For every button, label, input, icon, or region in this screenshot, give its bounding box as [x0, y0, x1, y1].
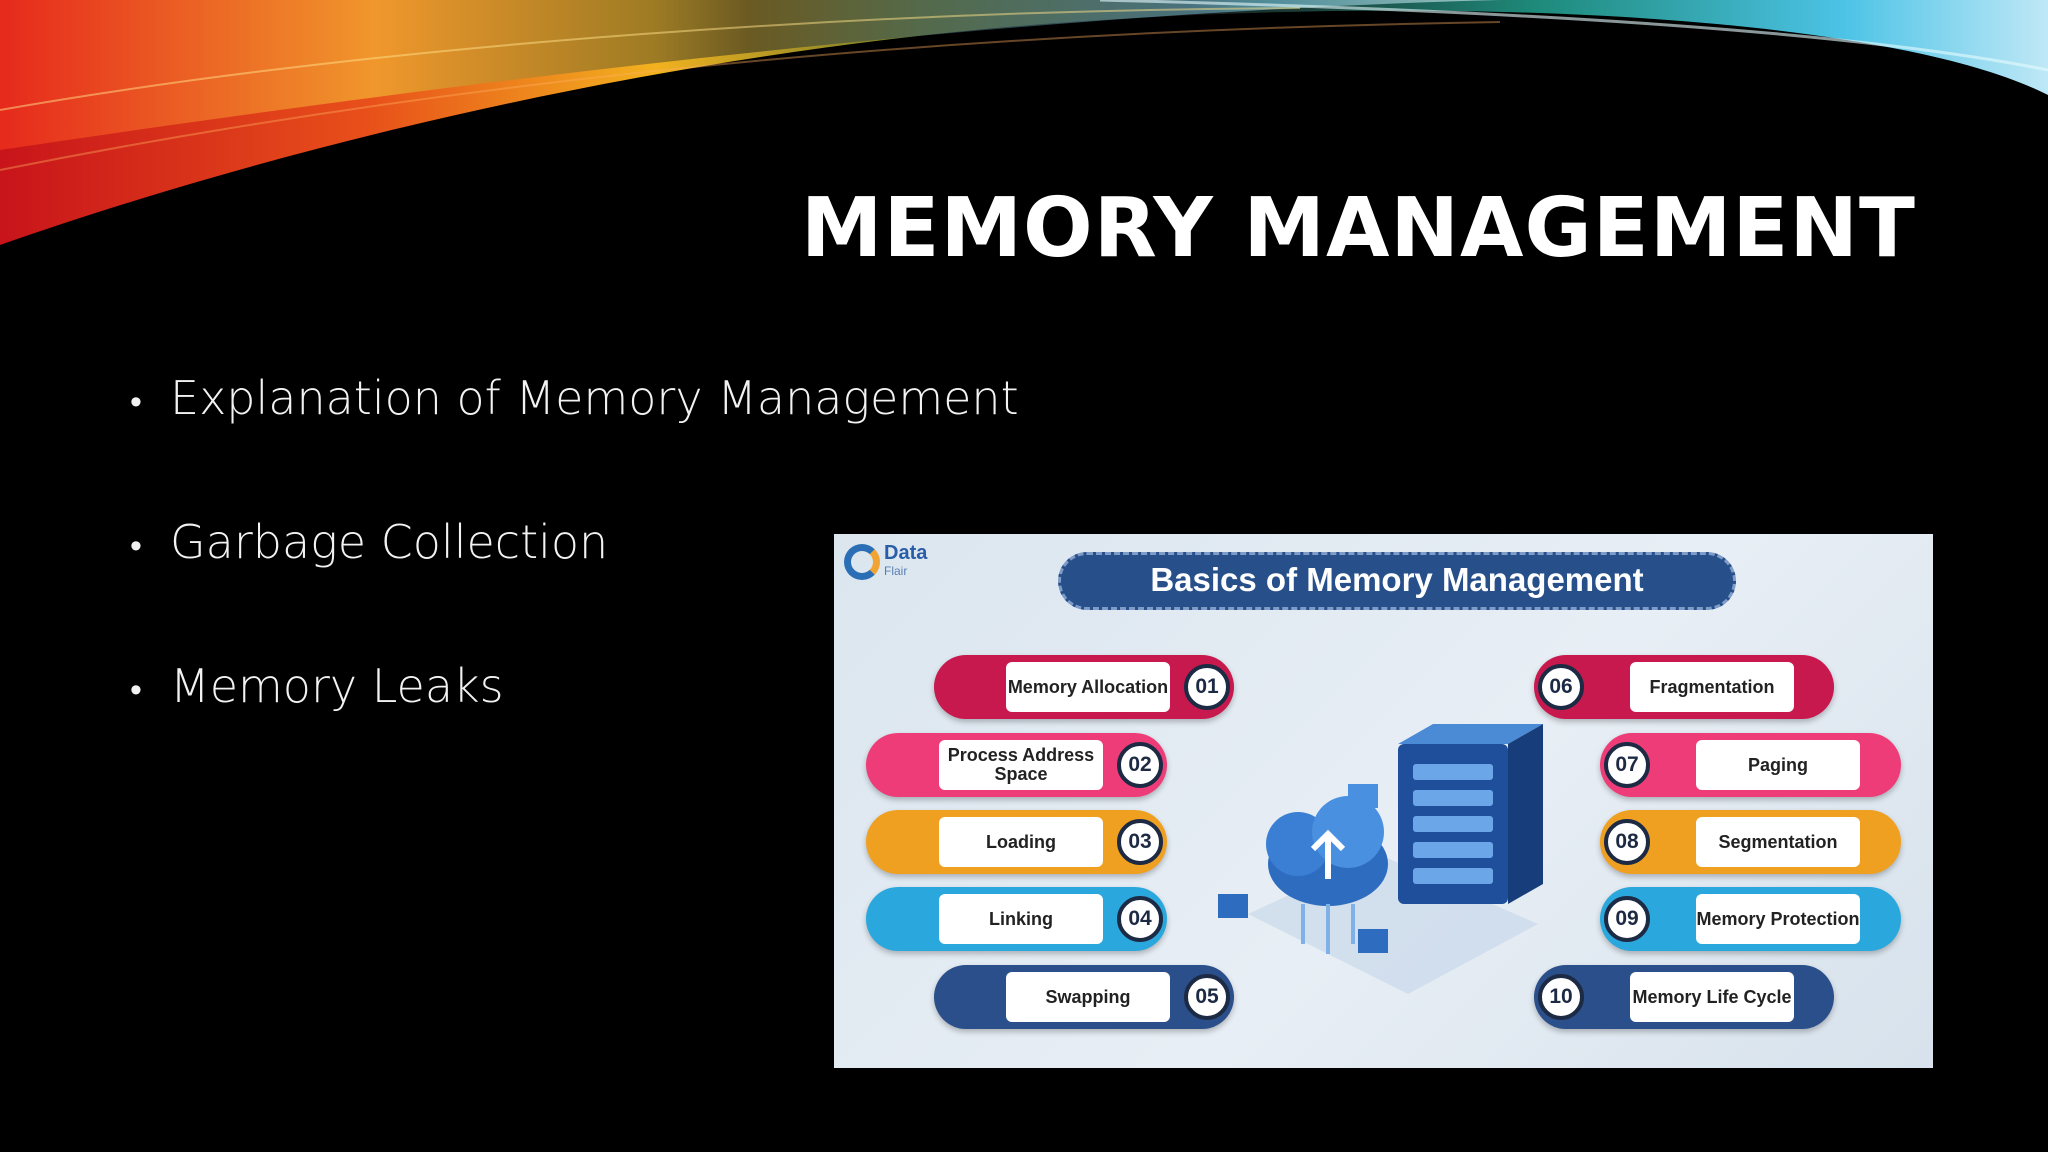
- topic-label: Segmentation: [1696, 817, 1860, 867]
- memory-management-infographic: Data Flair Basics of Memory Management M…: [834, 534, 1933, 1068]
- topic-02: Process Address Space 02: [866, 733, 1167, 797]
- bullet-dot-icon: •: [130, 525, 142, 566]
- decorative-swoosh-banner: [0, 0, 2048, 245]
- topic-08: 08 Segmentation: [1600, 810, 1901, 874]
- topic-label: Memory Protection: [1696, 894, 1860, 944]
- topic-03: Loading 03: [866, 810, 1167, 874]
- bullet-dot-icon: •: [130, 381, 142, 422]
- topic-number: 06: [1538, 664, 1584, 710]
- topic-number: 08: [1604, 819, 1650, 865]
- topic-number: 10: [1538, 974, 1584, 1020]
- bullet-text: Garbage Collection: [170, 515, 609, 569]
- server-cloud-illustration: [1218, 724, 1543, 994]
- topic-label: Memory Life Cycle: [1630, 972, 1794, 1022]
- topic-05: Swapping 05: [934, 965, 1234, 1029]
- bullet-dot-icon: •: [130, 669, 142, 710]
- slide-title: MEMORY MANAGEMENT: [800, 181, 1916, 276]
- topic-number: 03: [1117, 819, 1163, 865]
- topic-label: Linking: [939, 894, 1103, 944]
- bullet-list: • Explanation of Memory Management • Garba…: [130, 368, 1019, 800]
- bullet-item: • Explanation of Memory Management: [130, 368, 1019, 512]
- topic-06: 06 Fragmentation: [1534, 655, 1834, 719]
- topic-number: 05: [1184, 974, 1230, 1020]
- topic-number: 09: [1604, 896, 1650, 942]
- bullet-item: • Garbage Collection: [130, 512, 1019, 656]
- bullet-item: • Memory Leaks: [130, 656, 1019, 800]
- bullet-text: Memory Leaks: [170, 659, 504, 713]
- topic-label: Swapping: [1006, 972, 1170, 1022]
- topic-label: Memory Allocation: [1006, 662, 1170, 712]
- topic-number: 04: [1117, 896, 1163, 942]
- topic-number: 02: [1117, 742, 1163, 788]
- topic-number: 01: [1184, 664, 1230, 710]
- logo-subname: Flair: [884, 564, 908, 578]
- topic-label: Loading: [939, 817, 1103, 867]
- topic-04: Linking 04: [866, 887, 1167, 951]
- topic-label: Paging: [1696, 740, 1860, 790]
- topic-07: 07 Paging: [1600, 733, 1901, 797]
- infographic-title: Basics of Memory Management: [1058, 552, 1736, 610]
- topic-09: 09 Memory Protection: [1600, 887, 1901, 951]
- topic-01: Memory Allocation 01: [934, 655, 1234, 719]
- topic-number: 07: [1604, 742, 1650, 788]
- dataflair-logo: Data Flair: [844, 542, 928, 580]
- bullet-text: Explanation of Memory Management: [170, 371, 1019, 425]
- topic-label: Fragmentation: [1630, 662, 1794, 712]
- logo-mark-icon: [844, 544, 880, 580]
- topic-label: Process Address Space: [939, 740, 1103, 790]
- logo-name: Data: [884, 542, 928, 564]
- topic-10: 10 Memory Life Cycle: [1534, 965, 1834, 1029]
